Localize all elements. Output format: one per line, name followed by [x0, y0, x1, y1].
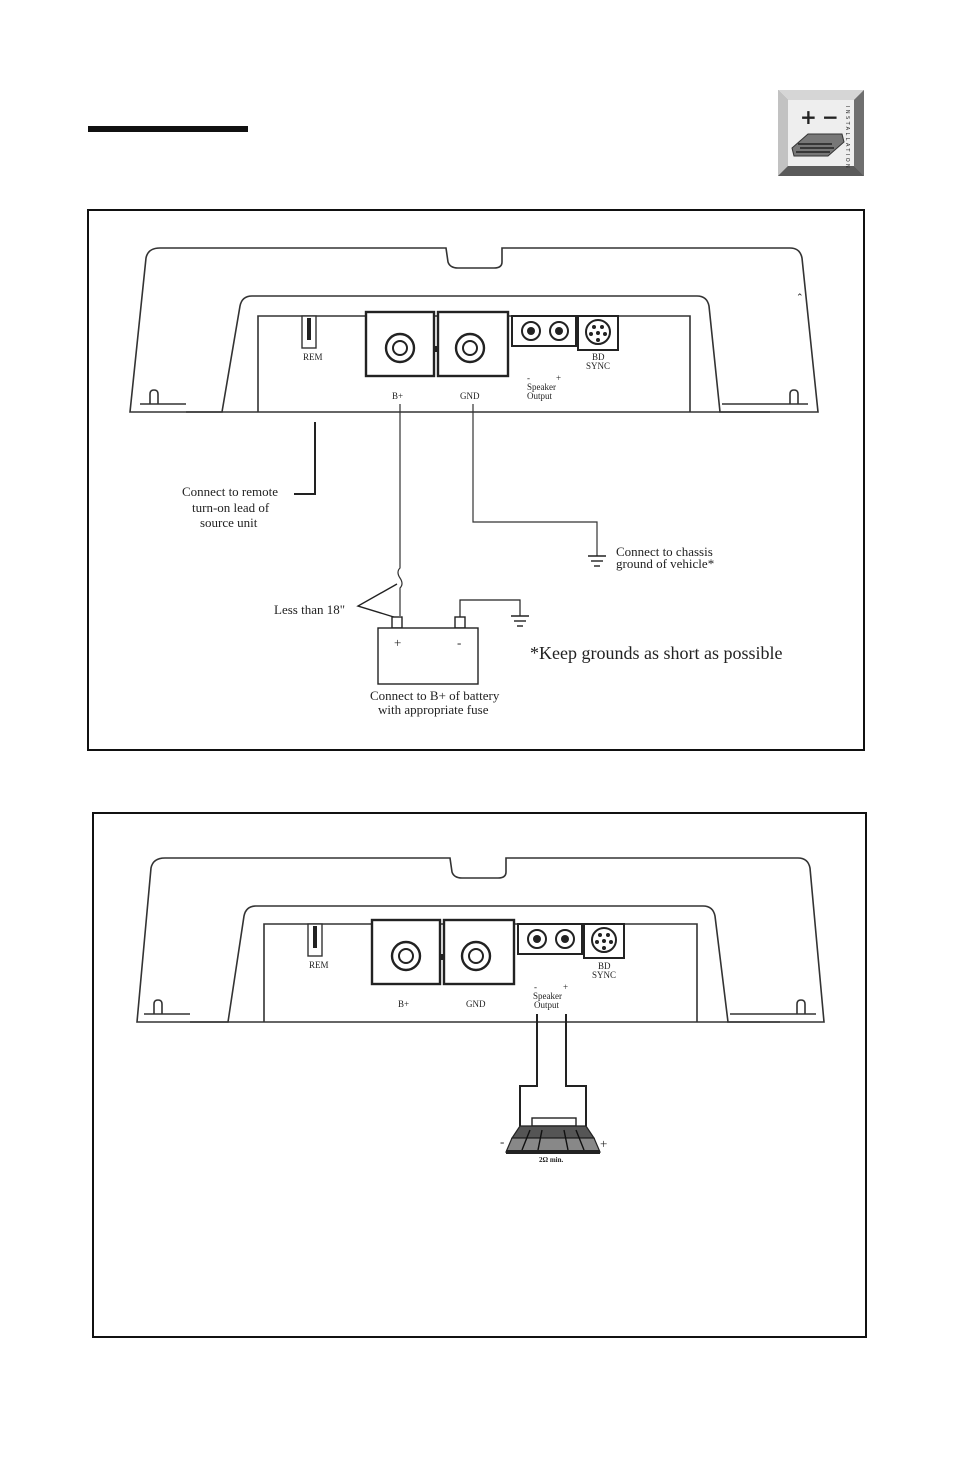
speaker-terminal-block-2 — [518, 924, 582, 954]
impedance-label: 2Ω min. — [539, 1156, 564, 1164]
speaker-label-line2-2: Output — [534, 1000, 560, 1010]
rem-label-2: REM — [309, 960, 329, 970]
gnd-label-2: GND — [466, 999, 486, 1009]
bd-sync-connector-2 — [584, 924, 624, 958]
power-terminal-block-2 — [372, 920, 514, 984]
woofer-plus-label: + — [600, 1136, 607, 1151]
sync-label-2: SYNC — [592, 970, 616, 980]
speaker-plus-label-2: + — [563, 982, 568, 992]
rem-terminal-2 — [308, 924, 322, 956]
woofer-minus-label: - — [500, 1134, 504, 1149]
speaker-wires — [520, 1014, 586, 1126]
bplus-label-2: B+ — [398, 999, 409, 1009]
